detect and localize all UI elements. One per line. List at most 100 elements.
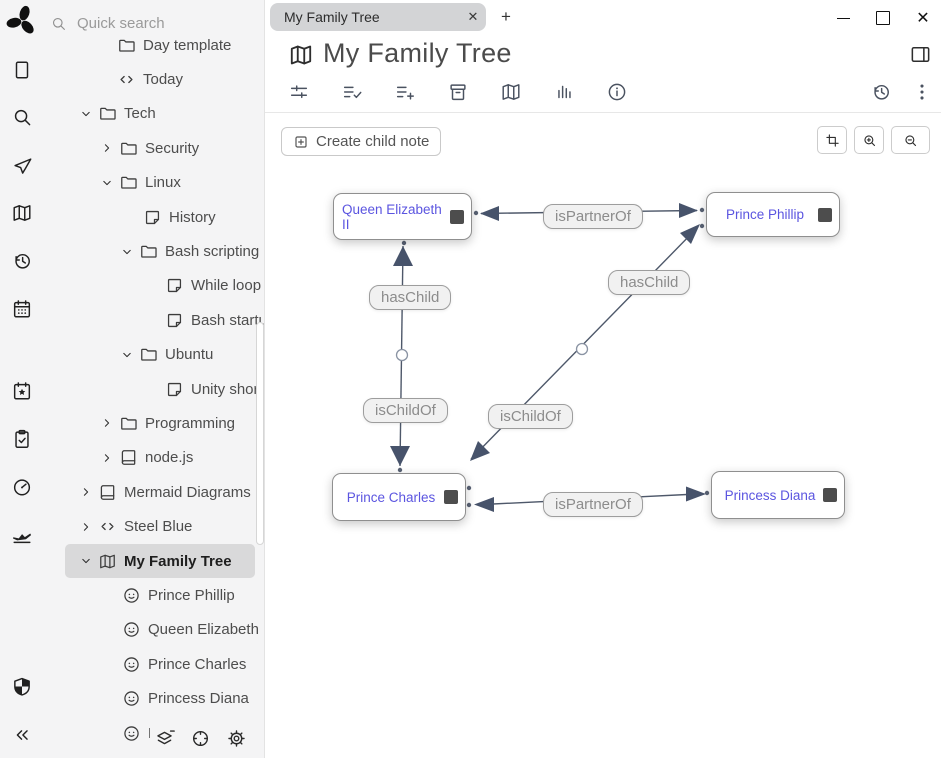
tree-item[interactable]: Steel Blue (48, 509, 264, 543)
tree-item[interactable]: Ubuntu (48, 338, 264, 372)
tree-item[interactable]: node.js (48, 441, 264, 475)
person-icon (122, 689, 141, 708)
calendar-icon[interactable] (11, 298, 33, 320)
tree-item[interactable]: Security (48, 131, 264, 165)
chevron-down-icon[interactable] (78, 553, 94, 569)
tree-item[interactable]: Unity shortcuts (48, 372, 264, 406)
quick-search-input[interactable]: Quick search (50, 12, 260, 34)
chevron-right-icon[interactable] (99, 450, 115, 466)
arrowhead (393, 246, 413, 266)
tree-item[interactable]: Prince Phillip (48, 578, 264, 612)
edge-midpoint-circle (575, 342, 589, 356)
tree-item[interactable]: Princess Diana (48, 681, 264, 715)
edge-midpoint-circle (395, 348, 409, 362)
node-drag-handle[interactable] (823, 488, 837, 502)
map-node-queen-elizabeth[interactable]: Queen Elizabeth II (333, 193, 472, 240)
trilium-logo-icon[interactable] (3, 2, 41, 40)
edge-label: isChildOf (488, 404, 573, 429)
tab-my-family-tree[interactable]: My Family Tree ✕ (270, 3, 486, 31)
bookmarks-calendar-star-icon[interactable] (11, 380, 33, 402)
book-icon (98, 483, 117, 502)
edge-label: isChildOf (363, 398, 448, 423)
folder-icon (119, 414, 138, 433)
quick-search-placeholder: Quick search (77, 14, 165, 32)
note-title-row: My Family Tree (265, 38, 941, 76)
page-title[interactable]: My Family Tree (323, 38, 512, 68)
arrowhead (470, 441, 490, 461)
tree-item[interactable]: Bash startup (48, 303, 264, 337)
tree-item[interactable]: Tech (48, 97, 264, 131)
airplane-icon[interactable] (11, 524, 33, 546)
recent-changes-icon[interactable] (11, 250, 33, 272)
code-icon (117, 70, 136, 89)
chevron-right-icon[interactable] (99, 140, 115, 156)
scroll-to-active-target-icon[interactable] (190, 728, 211, 749)
chevron-right-icon[interactable] (99, 415, 115, 431)
collapse-sidebar-icon[interactable] (11, 724, 33, 746)
minimize-icon (836, 17, 850, 19)
tree-toolbar (150, 720, 264, 756)
window-maximize-button[interactable] (870, 6, 896, 30)
map-node-prince-charles[interactable]: Prince Charles (332, 473, 466, 521)
zoom-out-button[interactable] (891, 126, 930, 154)
tree-item[interactable]: History (48, 200, 264, 234)
main-area: My Family Tree ✕ + ✕ My Family Tree Crea… (265, 0, 941, 758)
folder-icon (139, 242, 158, 261)
tree-item[interactable]: Queen Elizabeth II (48, 613, 264, 647)
tree-item[interactable]: Day template (48, 28, 264, 62)
tree-item[interactable]: Prince Charles (48, 647, 264, 681)
tree-item[interactable]: Mermaid Diagrams (48, 475, 264, 509)
note-icon (165, 276, 184, 295)
tree-item-selected[interactable]: My Family Tree (65, 543, 255, 579)
gauge-icon[interactable] (11, 476, 33, 498)
chevron-right-icon[interactable] (78, 519, 94, 535)
reset-pan-zoom-button[interactable] (817, 126, 847, 154)
collapse-layers-icon[interactable] (154, 728, 175, 749)
folder-icon (117, 36, 136, 55)
node-drag-handle[interactable] (818, 207, 832, 222)
note-icon (165, 311, 184, 330)
chevron-down-icon[interactable] (99, 175, 115, 191)
edge-label: hasChild (369, 285, 452, 310)
create-child-note-button[interactable]: Create child note (281, 127, 442, 156)
node-drag-handle[interactable] (444, 490, 458, 504)
arrowhead (679, 203, 698, 218)
person-icon (122, 620, 141, 639)
arrowhead (480, 206, 499, 221)
arrowhead (680, 224, 700, 244)
map-node-princess-diana[interactable]: Princess Diana (711, 471, 845, 519)
settings-gear-icon[interactable] (226, 728, 247, 749)
node-drag-handle[interactable] (450, 209, 464, 224)
map-node-prince-phillip[interactable]: Prince Phillip (706, 192, 840, 237)
note-map-icon[interactable] (11, 202, 33, 224)
arrowhead (686, 486, 706, 502)
zoom-in-button[interactable] (854, 126, 884, 154)
tree-item[interactable]: Programming (48, 406, 264, 440)
relation-map-canvas[interactable] (265, 0, 941, 758)
task-list-icon[interactable] (11, 428, 33, 450)
chevron-down-icon[interactable] (119, 244, 135, 260)
map-icon (98, 552, 117, 571)
new-note-icon[interactable] (11, 59, 33, 81)
left-sidebar: Quick search Day template Today Tech Sec… (0, 0, 265, 758)
shield-icon[interactable] (11, 676, 33, 698)
window-minimize-button[interactable] (830, 6, 856, 30)
tree-item[interactable]: Linux (48, 166, 264, 200)
tree-item[interactable]: While loop (48, 269, 264, 303)
ribbon-divider (265, 112, 941, 113)
folder-icon (139, 345, 158, 364)
chevron-right-icon[interactable] (78, 484, 94, 500)
tree-item[interactable]: Today (48, 62, 264, 96)
chevron-down-icon[interactable] (119, 347, 135, 363)
tab-close-icon[interactable]: ✕ (467, 9, 479, 24)
tree-item[interactable]: Bash scripting (48, 234, 264, 268)
tree-scrollbar-thumb[interactable] (256, 322, 264, 545)
arrowhead (474, 497, 494, 512)
edge-label: isPartnerOf (543, 204, 643, 229)
search-icon[interactable] (11, 106, 33, 128)
book-icon (119, 448, 138, 467)
new-tab-button[interactable]: + (501, 7, 511, 26)
chevron-down-icon[interactable] (78, 106, 94, 122)
jump-to-note-icon[interactable] (11, 155, 33, 177)
window-close-button[interactable]: ✕ (916, 10, 930, 27)
